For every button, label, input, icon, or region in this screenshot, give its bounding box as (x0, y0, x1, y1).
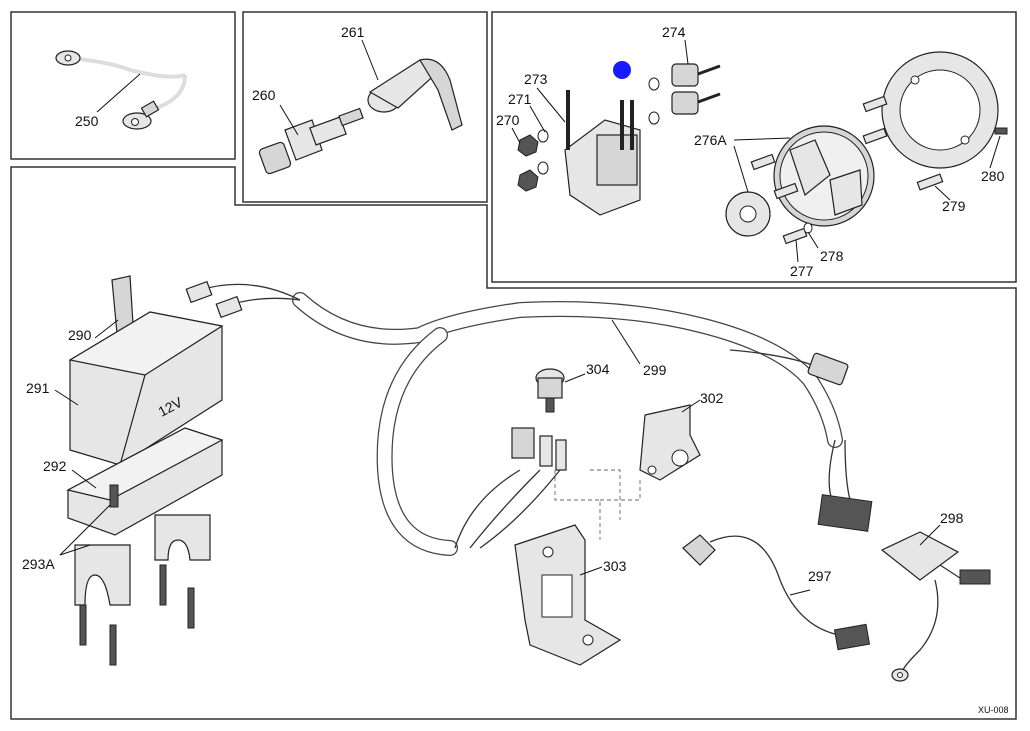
callout-298: 298 (940, 510, 964, 526)
push-button-part (535, 368, 565, 413)
leader-280 (989, 135, 1001, 169)
leader-277 (795, 239, 799, 263)
leader-297 (789, 589, 811, 596)
battery-part: 12V (68, 311, 224, 466)
rubber-mount-part (648, 63, 721, 125)
leader-292 (71, 469, 97, 489)
leader-278 (807, 231, 819, 249)
wiring-harness-part (199, 283, 851, 556)
leader-270 (511, 127, 521, 144)
leader-293a-b (59, 544, 91, 556)
panel-ground-cable (10, 11, 236, 160)
callout-277: 277 (790, 263, 814, 279)
callout-274: 274 (662, 24, 686, 40)
charging-lead-part (880, 531, 991, 682)
clamp-part (74, 514, 211, 666)
spark-plug-part (258, 107, 364, 175)
leader-298 (919, 524, 941, 546)
callout-276a: 276A (694, 132, 727, 148)
callout-299: 299 (643, 362, 667, 378)
leader-291 (54, 389, 79, 406)
callout-293a: 293A (22, 556, 55, 572)
callout-292: 292 (43, 458, 67, 474)
leader-290 (94, 319, 119, 339)
screws-part (750, 95, 944, 245)
leader-304 (564, 373, 586, 383)
leader-274 (684, 39, 689, 65)
leader-271 (529, 105, 546, 133)
leader-302 (681, 399, 701, 413)
callout-280: 280 (981, 168, 1005, 184)
callout-270: 270 (496, 112, 520, 128)
ignition-coil-part (564, 90, 641, 216)
leader-276a (733, 137, 791, 141)
callout-260: 260 (252, 87, 276, 103)
leader-276a-b (733, 145, 749, 193)
callout-278: 278 (820, 248, 844, 264)
bracket-303-part (514, 524, 622, 666)
callout-302: 302 (700, 390, 724, 406)
stator-plate-part (881, 51, 1008, 169)
callout-271: 271 (508, 91, 532, 107)
leader-293a (59, 504, 111, 556)
callout-297: 297 (808, 568, 832, 584)
leader-273 (536, 87, 566, 123)
harness-connectors-part (185, 280, 873, 532)
spark-plug-cap-part (367, 58, 463, 131)
bracket-302-part (639, 404, 701, 481)
callout-250: 250 (75, 113, 99, 129)
leader-279 (934, 185, 951, 201)
leader-261 (361, 39, 379, 81)
assembly-dash-lines (554, 469, 641, 540)
callout-291: 291 (26, 380, 50, 396)
selection-marker (613, 61, 631, 79)
flywheel-part (725, 125, 875, 237)
callout-279: 279 (942, 198, 966, 214)
callout-273: 273 (524, 71, 548, 87)
leader-299 (611, 319, 641, 365)
callout-261: 261 (341, 24, 365, 40)
leader-250 (96, 73, 141, 113)
ground-cable-part (55, 50, 187, 130)
nut-washer-part (517, 129, 549, 192)
leader-303 (579, 566, 603, 576)
drawing-code: XU-008 (978, 705, 1009, 715)
callout-290: 290 (68, 327, 92, 343)
key-switch-part (511, 427, 567, 471)
callout-304: 304 (586, 361, 610, 377)
callout-303: 303 (603, 558, 627, 574)
sensor-lead-part (682, 534, 871, 651)
leader-260 (279, 104, 299, 136)
